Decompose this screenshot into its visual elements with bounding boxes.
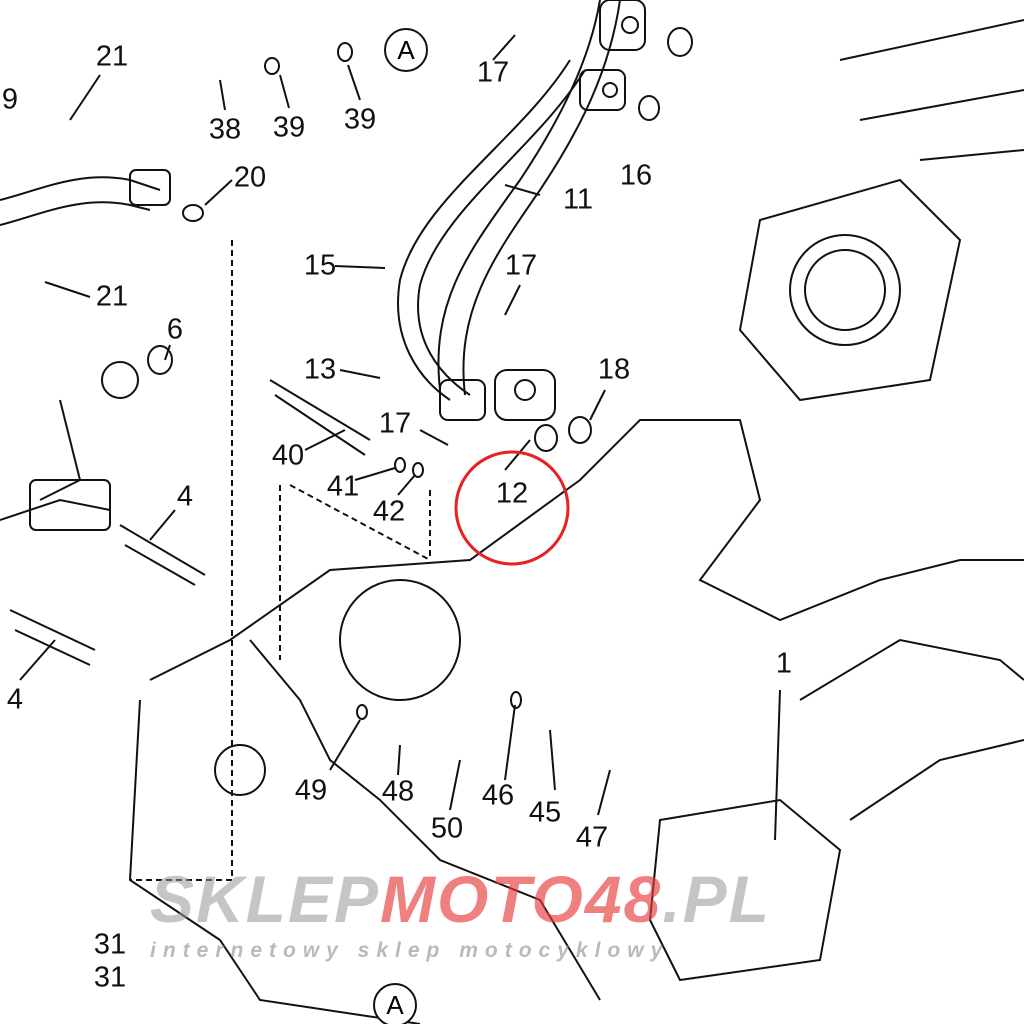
part-label[interactable]: 50	[430, 812, 464, 845]
part-label[interactable]: 9	[1, 83, 19, 116]
part-label[interactable]: 1	[775, 647, 793, 680]
part-label[interactable]: 21	[95, 280, 129, 313]
part-label[interactable]: 17	[504, 249, 538, 282]
part-label[interactable]: 31	[93, 928, 127, 961]
watermark-subtitle: internetowy sklep motocyklowy	[150, 939, 670, 962]
watermark-text: MOTO48	[380, 862, 663, 936]
part-label[interactable]: 42	[372, 495, 406, 528]
watermark-text: .PL	[662, 862, 771, 936]
part-label[interactable]: 15	[303, 249, 337, 282]
part-label[interactable]: 38	[208, 113, 242, 146]
part-label[interactable]: 18	[597, 353, 631, 386]
part-label[interactable]: 39	[272, 111, 306, 144]
part-label[interactable]: 47	[575, 821, 609, 854]
part-label[interactable]: 17	[476, 56, 510, 89]
part-label[interactable]: 16	[619, 159, 653, 192]
part-label[interactable]: 39	[343, 103, 377, 136]
part-label[interactable]: 4	[6, 683, 24, 716]
part-label[interactable]: 21	[95, 40, 129, 73]
part-label[interactable]: 4	[176, 480, 194, 513]
part-label[interactable]: 31	[93, 961, 127, 994]
part-label[interactable]: 40	[271, 439, 305, 472]
part-label[interactable]: 48	[381, 775, 415, 808]
watermark-logo: SKLEPMOTO48.PL	[150, 866, 771, 932]
reference-mark-a: A	[384, 28, 428, 72]
part-label-highlighted[interactable]: 12	[495, 477, 529, 510]
part-label[interactable]: 13	[303, 353, 337, 386]
part-label[interactable]: 17	[378, 407, 412, 440]
part-label[interactable]: 6	[166, 313, 184, 346]
part-label[interactable]: 41	[326, 470, 360, 503]
part-label[interactable]: 49	[294, 774, 328, 807]
watermark-text: SKLEP	[150, 862, 381, 936]
reference-mark-a: A	[373, 983, 417, 1024]
part-label[interactable]: 46	[481, 779, 515, 812]
part-label[interactable]: 45	[528, 796, 562, 829]
part-label[interactable]: 20	[233, 161, 267, 194]
part-label[interactable]: 11	[562, 183, 594, 216]
